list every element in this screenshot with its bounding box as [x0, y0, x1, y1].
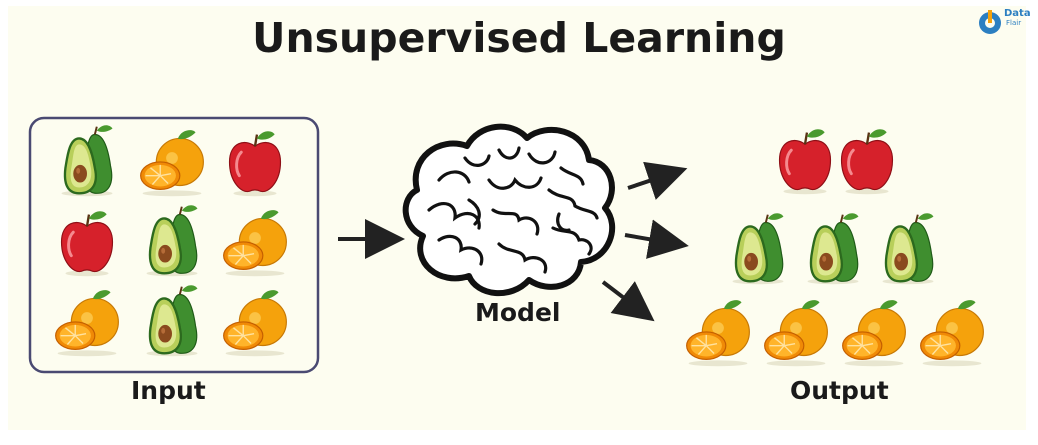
avocado-icon [61, 125, 113, 197]
apple-icon [840, 129, 894, 195]
model-label: Model [475, 298, 561, 327]
dataflair-logo-icon [979, 10, 1001, 34]
orange-icon [223, 290, 287, 357]
orange-icon [140, 130, 204, 197]
input-fruit-grid [55, 125, 287, 357]
avocado-icon [732, 213, 784, 285]
output-fruit-groups [686, 129, 984, 367]
orange-icon [686, 300, 750, 367]
orange-icon [55, 290, 119, 357]
apple-icon [228, 131, 282, 197]
logo-text-line2: Flair [1006, 19, 1022, 27]
avocado-icon [146, 205, 198, 277]
arrow-icon [627, 161, 688, 200]
orange-icon [842, 300, 906, 367]
orange-icon [920, 300, 984, 367]
diagram-title: Unsupervised Learning [252, 14, 786, 62]
output-label: Output [790, 376, 889, 405]
arrow-icon [601, 280, 655, 322]
arrow-icon [624, 219, 689, 259]
apple-icon [60, 211, 114, 277]
orange-icon [764, 300, 828, 367]
input-label: Input [131, 376, 206, 405]
logo-text-line1: Data [1004, 8, 1031, 19]
apple-icon [778, 129, 832, 195]
avocado-icon [807, 213, 859, 285]
orange-icon [223, 210, 287, 277]
avocado-icon [882, 213, 934, 285]
avocado-icon [146, 285, 198, 357]
brain-icon [402, 123, 616, 296]
